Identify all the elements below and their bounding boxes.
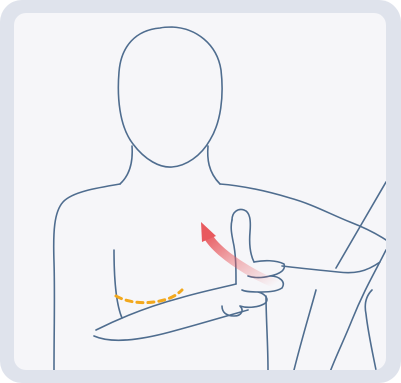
- left-torso-outline: [114, 250, 122, 318]
- head-outline: [118, 27, 222, 167]
- helper-arm-line-4: [294, 290, 316, 370]
- neck-left-outline: [120, 146, 132, 184]
- hand-palm-outline: [231, 220, 236, 284]
- left-shoulder-outline: [54, 184, 120, 370]
- right-torso-outline: [266, 296, 268, 370]
- crossing-arm-upper-outline: [96, 284, 236, 330]
- helper-arm-line-3: [365, 290, 376, 370]
- neck-right-outline: [208, 146, 220, 184]
- crossing-arm-lower-outline: [94, 310, 248, 340]
- right-shoulder-outline: [220, 184, 386, 240]
- motion-arrow-icon: [201, 222, 276, 284]
- finger-crease-2: [242, 290, 258, 292]
- helper-arm-line-1: [336, 182, 386, 268]
- helper-arm-line-2: [330, 250, 386, 372]
- raised-arm-outline: [282, 262, 380, 273]
